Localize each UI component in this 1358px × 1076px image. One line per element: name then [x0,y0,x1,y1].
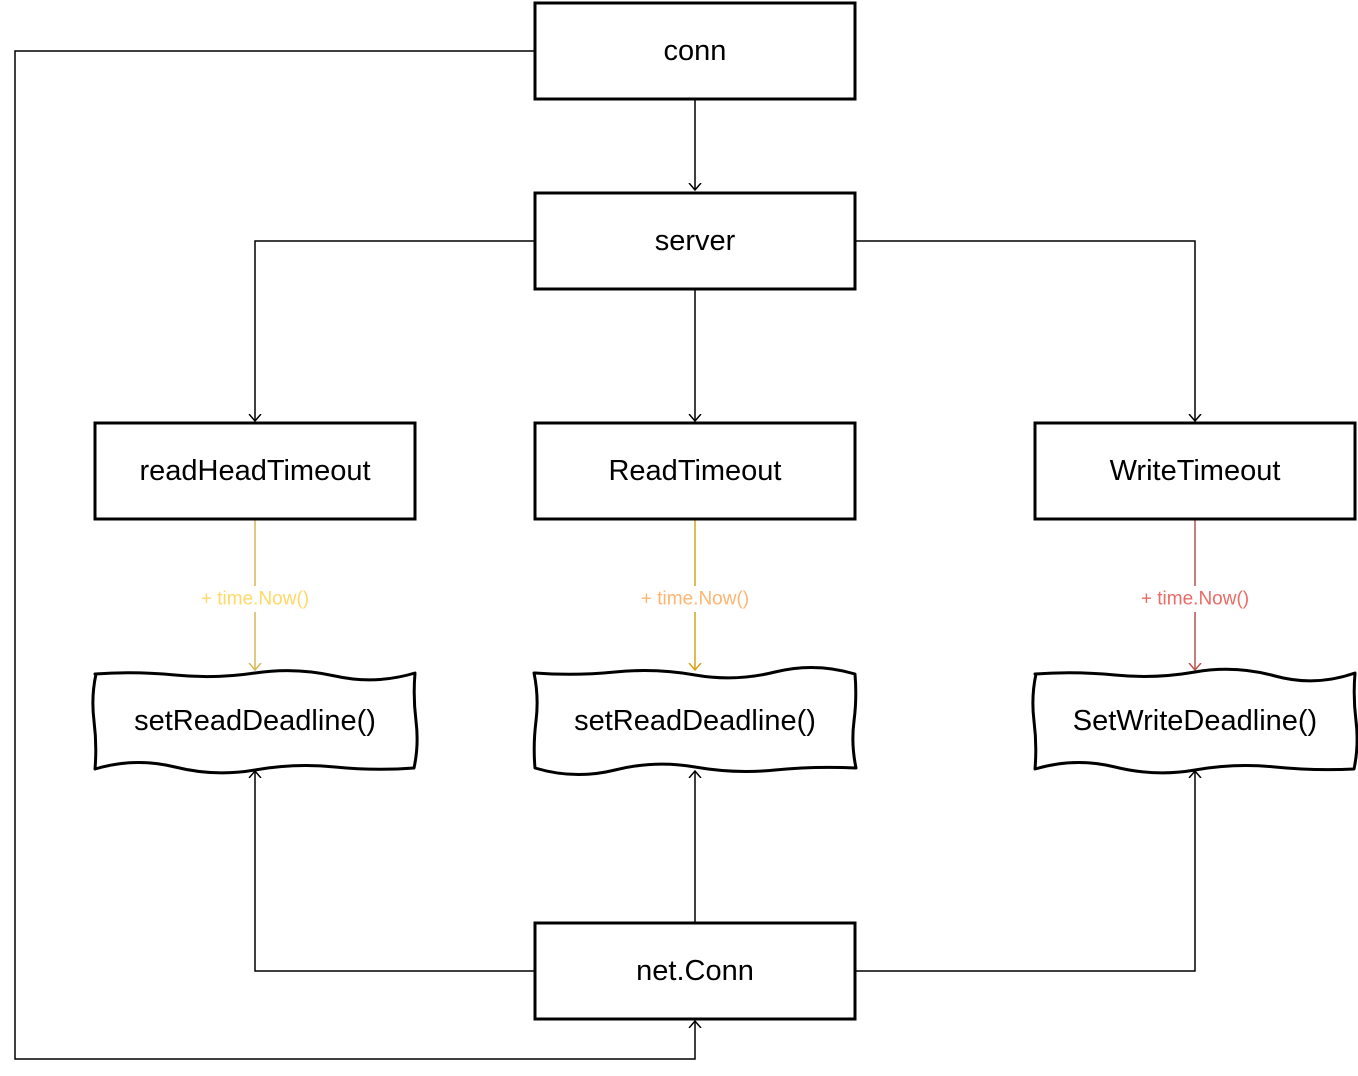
node-net-conn-label: net.Conn [636,955,754,987]
node-conn-label: conn [664,35,727,67]
edge-net-conn-to-set-write-deadline [856,771,1195,972]
node-server-label: server [655,225,736,257]
node-write-timeout[interactable]: WriteTimeout [1033,421,1357,521]
node-read-head-timeout[interactable]: readHeadTimeout [93,421,417,521]
node-set-write-deadline[interactable]: SetWriteDeadline() [1031,667,1358,775]
node-write-timeout-label: WriteTimeout [1110,455,1281,487]
node-server[interactable]: server [533,191,857,291]
node-set-read-deadline-2[interactable]: setReadDeadline() [532,666,858,776]
edge-label-read: + time.Now() [641,589,749,610]
edge-server-to-write-timeout [856,240,1195,421]
node-read-timeout-label: ReadTimeout [608,455,781,487]
edge-label-write: + time.Now() [1141,589,1249,610]
node-conn[interactable]: conn [533,1,857,101]
edge-label-read-head: + time.Now() [201,589,309,610]
edges [14,50,1195,1060]
node-set-read-deadline-1[interactable]: setReadDeadline() [91,669,419,775]
edge-conn-to-net-conn [14,50,695,1060]
node-read-head-timeout-label: readHeadTimeout [139,455,370,487]
edge-server-to-read-head-timeout [255,240,534,421]
node-set-write-deadline-label: SetWriteDeadline() [1073,705,1317,737]
node-set-read-deadline-1-label: setReadDeadline() [134,705,376,737]
node-net-conn[interactable]: net.Conn [533,921,857,1021]
node-set-read-deadline-2-label: setReadDeadline() [574,705,816,737]
edge-net-conn-to-set-read-deadline-1 [255,771,534,972]
timeout-edges: + time.Now() + time.Now() + time.Now() [190,520,1260,670]
node-read-timeout[interactable]: ReadTimeout [533,421,857,521]
